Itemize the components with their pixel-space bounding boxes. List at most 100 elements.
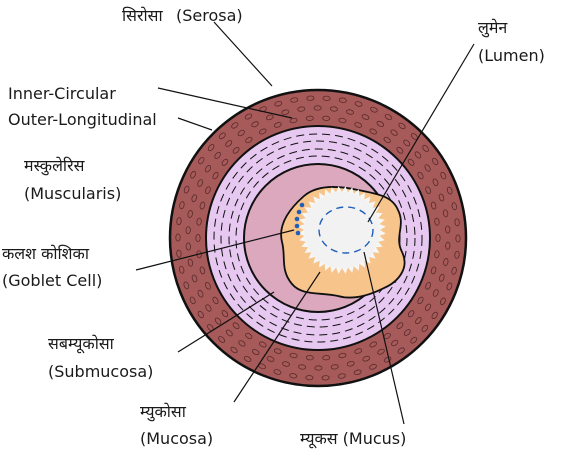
serosa-cell <box>179 265 185 274</box>
label-mucosa-hi: म्युकोसा <box>140 402 187 422</box>
serosa-cell <box>370 106 378 113</box>
serosa-cell <box>407 310 415 318</box>
leader-submucosa <box>177 291 275 353</box>
muscularis-line-3 <box>228 148 408 328</box>
serosa-cell <box>273 348 282 354</box>
serosa-cell <box>446 282 453 291</box>
serosa-cell <box>214 151 221 159</box>
serosa-cell <box>230 346 238 354</box>
serosa-cell <box>424 303 432 311</box>
serosa-cell <box>445 241 451 250</box>
serosa-cell <box>439 297 446 306</box>
serosa-cell <box>354 122 363 128</box>
serosa-cell <box>377 348 385 355</box>
serosa-cell <box>435 233 441 242</box>
label-serosa-hi: सिरोसा <box>122 6 163 25</box>
serosa-cell <box>362 355 371 362</box>
muscularis-line-1 <box>213 133 423 343</box>
serosa-cell <box>330 364 339 370</box>
serosa-cell <box>396 322 404 330</box>
serosa-cell <box>391 339 399 347</box>
leader-serosa <box>213 21 273 87</box>
serosa-cell <box>191 194 197 203</box>
serosa-cell <box>225 140 233 147</box>
leader-mucosa <box>233 271 321 403</box>
muscularis-line-2 <box>220 140 416 336</box>
serosa-cell <box>421 324 429 332</box>
serosa-cell <box>251 121 259 128</box>
serosa-cell <box>322 355 331 361</box>
serosa-cell <box>244 113 253 120</box>
serosa-cell <box>199 266 206 275</box>
serosa-cell <box>259 128 267 135</box>
serosa-cell <box>415 317 422 325</box>
serosa-cell <box>410 336 418 344</box>
serosa-cell <box>199 201 206 210</box>
serosa-cell-pattern <box>175 95 461 381</box>
serosa-cell <box>207 144 215 152</box>
serosa-cell <box>205 304 212 312</box>
serosa-cell <box>403 139 411 147</box>
label-lumen-en: (Lumen) <box>478 46 545 65</box>
goblet-cell <box>296 209 302 215</box>
label-muscularis-en: (Muscularis) <box>24 184 121 203</box>
serosa-cell <box>446 186 453 195</box>
serosa-cell <box>455 234 461 243</box>
serosa-cell <box>313 105 322 111</box>
serosa-cell <box>434 250 440 259</box>
label-goblet-hi: कलश कोशिका <box>2 244 90 263</box>
serosa-cell <box>238 340 246 347</box>
serosa-cell <box>197 179 204 187</box>
leader-lumen <box>367 43 475 223</box>
serosa-cell <box>432 289 439 297</box>
serosa-cell <box>361 114 370 120</box>
serosa-cell <box>197 310 204 319</box>
serosa-cell <box>407 158 415 166</box>
serosa-cell <box>185 226 191 235</box>
serosa-cell <box>245 136 253 144</box>
serosa-cell <box>369 128 377 135</box>
serosa-cell <box>425 186 431 195</box>
serosa-cell <box>281 109 290 115</box>
serosa-cell <box>434 217 440 226</box>
serosa-cell <box>221 158 229 166</box>
serosa-cell <box>338 97 347 103</box>
serosa-cell <box>183 281 190 290</box>
serosa-cell <box>266 356 275 362</box>
serosa-cell <box>403 329 411 336</box>
label-serosa-en: (Serosa) <box>176 6 243 25</box>
label-submucosa-hi: सबम्यूकोसा <box>48 334 115 354</box>
serosa-cell <box>305 115 314 121</box>
serosa-cell <box>390 129 398 136</box>
serosa-cell <box>396 146 404 154</box>
serosa-cell <box>245 332 253 340</box>
goblet-cell <box>294 223 300 229</box>
serosa-cell <box>445 225 451 234</box>
serosa-cell <box>273 122 282 128</box>
serosa-cell <box>306 95 315 101</box>
serosa-cell <box>232 146 240 154</box>
serosa-cell <box>321 375 330 381</box>
serosa-cell <box>289 117 298 124</box>
serosa-cell <box>259 341 267 348</box>
serosa-cell <box>289 373 298 379</box>
serosa-cell <box>438 193 445 202</box>
serosa-cell <box>218 132 226 140</box>
serosa-cell <box>322 95 331 101</box>
serosa-cell <box>179 201 185 210</box>
serosa-cell <box>190 170 197 179</box>
serosa-cell <box>176 249 182 258</box>
serosa-cell <box>265 114 274 121</box>
serosa-cell <box>231 122 239 129</box>
leader-mucus <box>363 251 405 425</box>
serosa-cell <box>424 164 431 172</box>
serosa-cell <box>274 100 283 107</box>
serosa-cell <box>251 349 260 356</box>
serosa-cell <box>422 144 429 152</box>
serosa-cell <box>454 218 460 227</box>
serosa-cell <box>451 266 457 275</box>
serosa-cell <box>383 136 391 144</box>
label-mucosa-en: (Mucosa) <box>140 429 213 448</box>
serosa-cell <box>290 97 299 103</box>
